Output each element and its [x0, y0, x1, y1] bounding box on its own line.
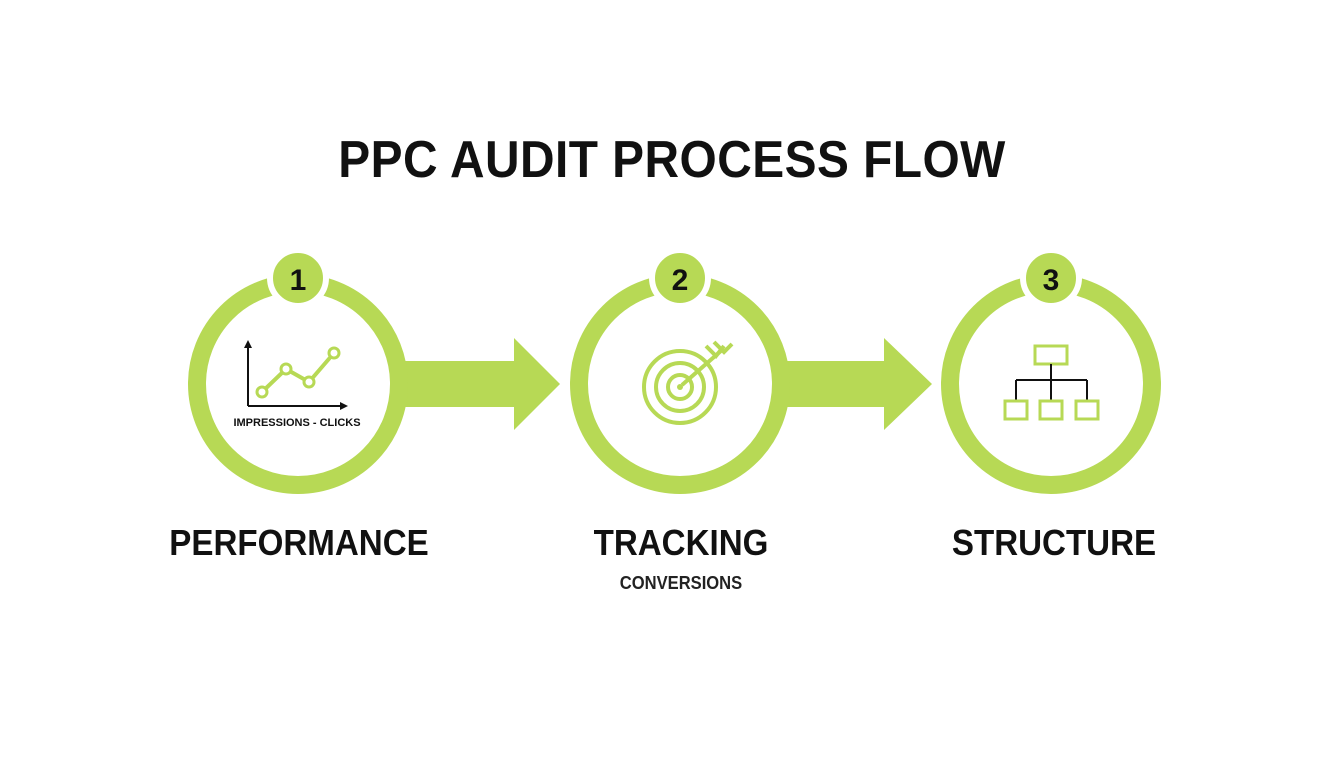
step-3-badge: [1020, 247, 1082, 309]
step-1-number: 1: [290, 264, 307, 297]
step-2-node: 2: [570, 247, 790, 494]
flow-arrow-2-to-3: [784, 338, 932, 430]
step-2-number: 2: [672, 264, 689, 297]
step-2-label: TRACKING: [593, 522, 769, 563]
step-1-ring: [188, 274, 408, 494]
step-2-sublabel: CONVERSIONS: [619, 573, 743, 593]
step-3-node: 3: [941, 247, 1161, 494]
step-1-badge: [267, 247, 329, 309]
page-title: PPC AUDIT PROCESS FLOW: [338, 131, 1006, 189]
chart-caption: IMPRESSIONS - CLICKS: [233, 417, 360, 429]
step-3-label: STRUCTURE: [951, 522, 1157, 563]
step-1-node: 1 IMPRESSIONS - CLICKS: [188, 247, 408, 494]
target-arrow-icon: [642, 340, 734, 425]
step-1-label: PERFORMANCE: [169, 522, 429, 563]
hierarchy-icon: [1003, 344, 1100, 421]
line-chart-icon: [244, 340, 348, 410]
step-2-badge: [649, 247, 711, 309]
step-3-number: 3: [1043, 264, 1060, 297]
flow-arrow-1-to-2: [400, 338, 560, 430]
